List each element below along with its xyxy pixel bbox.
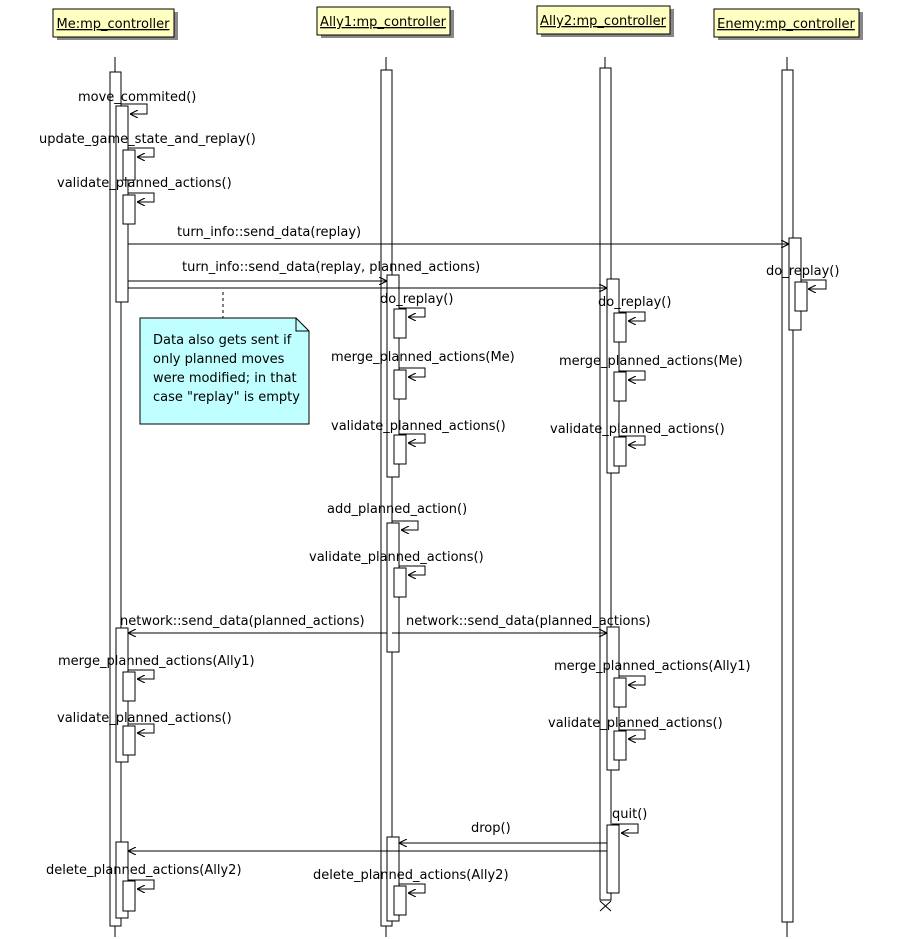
msg-move-commited: move_commited() <box>78 90 196 105</box>
participant-me: Me:mp_controller <box>52 8 178 40</box>
participant-ally1-label: Ally1:mp_controller <box>320 15 447 30</box>
msg-turn-info-replay-planned: turn_info::send_data(replay, planned_act… <box>182 260 480 275</box>
participant-ally2-label: Ally2:mp_controller <box>540 14 667 29</box>
msg-me-validate-1: validate_planned_actions() <box>57 176 232 191</box>
note-line-3: were modified; in that <box>153 371 297 386</box>
msg-ally1-do-replay: do_replay() <box>380 292 453 307</box>
self-call-arrows <box>121 103 827 893</box>
note-line-2: only planned moves <box>153 352 285 367</box>
msg-ally1-validate-2: validate_planned_actions() <box>309 550 484 565</box>
activation-bars <box>109 67 808 927</box>
msg-ally2-validate-2: validate_planned_actions() <box>548 716 723 731</box>
msg-network-to-ally2: network::send_data(planned_actions) <box>406 614 651 629</box>
msg-drop: drop() <box>471 821 511 836</box>
activation-enemy-main <box>781 69 794 923</box>
msg-ally1-merge-me: merge_planned_actions(Me) <box>331 350 515 365</box>
msg-ally2-merge-me: merge_planned_actions(Me) <box>559 354 743 369</box>
msg-ally1-delete-ally2: delete_planned_actions(Ally2) <box>313 868 509 883</box>
msg-update-game-state: update_game_state_and_replay() <box>39 132 256 147</box>
msg-me-validate-2: validate_planned_actions() <box>57 711 232 726</box>
activation-ally1-main <box>380 69 393 927</box>
msg-enemy-do-replay: do_replay() <box>766 264 839 279</box>
msg-me-delete-ally2: delete_planned_actions(Ally2) <box>46 863 242 878</box>
msg-ally2-do-replay: do_replay() <box>598 295 671 310</box>
ally2-destroy-mark <box>599 900 612 912</box>
participant-ally1: Ally1:mp_controller <box>316 6 454 38</box>
lifelines <box>114 57 788 937</box>
msg-me-merge-ally1: merge_planned_actions(Ally1) <box>58 654 255 669</box>
msg-ally1-add-planned: add_planned_action() <box>327 502 467 517</box>
participant-enemy: Enemy:mp_controller <box>713 8 863 40</box>
msg-turn-info-replay: turn_info::send_data(replay) <box>177 225 361 240</box>
msg-ally1-validate-1: validate_planned_actions() <box>331 419 506 434</box>
msg-ally2-validate-1: validate_planned_actions() <box>550 422 725 437</box>
note-line-4: case "replay" is empty <box>153 390 300 405</box>
msg-ally2-merge-ally1: merge_planned_actions(Ally1) <box>554 659 751 674</box>
message-arrows <box>128 244 789 851</box>
activation-me-main <box>109 71 122 927</box>
message-labels: move_commited() update_game_state_and_re… <box>39 90 839 883</box>
note: Data also gets sent if only planned move… <box>139 292 310 425</box>
msg-ally2-quit: quit() <box>612 807 647 822</box>
participant-me-label: Me:mp_controller <box>56 17 170 32</box>
msg-network-to-me: network::send_data(planned_actions) <box>120 614 365 629</box>
activation-ally2-main <box>599 67 612 901</box>
note-line-1: Data also gets sent if <box>153 333 292 348</box>
participant-enemy-label: Enemy:mp_controller <box>717 17 855 32</box>
participant-ally2: Ally2:mp_controller <box>536 5 674 37</box>
